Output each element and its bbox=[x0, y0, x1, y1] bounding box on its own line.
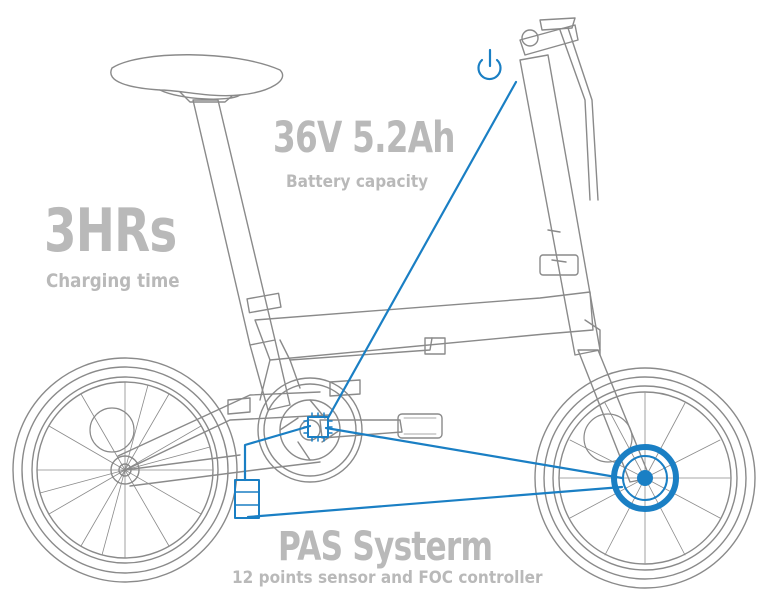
pas-system-title: PAS Systerm bbox=[278, 524, 493, 570]
battery-pack-icon bbox=[234, 479, 260, 519]
chainring bbox=[257, 377, 363, 483]
bike-frame-sketch bbox=[12, 17, 756, 589]
electrical-overlay bbox=[234, 48, 679, 519]
rear-wheel bbox=[12, 357, 238, 583]
power-icon bbox=[477, 48, 502, 81]
saddle bbox=[110, 54, 284, 103]
controller-chip-icon bbox=[303, 412, 333, 442]
hub-motor-icon bbox=[611, 444, 679, 512]
wire-controller-to-hub bbox=[324, 426, 624, 480]
wire-battery-to-hub bbox=[246, 485, 624, 519]
charging-time-value: 3HRs bbox=[44, 196, 177, 266]
pas-system-description: 12 points sensor and FOC controller bbox=[232, 568, 543, 588]
handlebar bbox=[519, 17, 599, 201]
battery-capacity-value: 36V 5.2Ah bbox=[273, 113, 456, 163]
charging-time-label: Charging time bbox=[46, 270, 180, 292]
front-wheel bbox=[534, 367, 756, 589]
wire-power-to-controller bbox=[326, 80, 518, 420]
wire-controller-to-battery bbox=[243, 424, 312, 482]
battery-capacity-label: Battery capacity bbox=[286, 172, 429, 192]
